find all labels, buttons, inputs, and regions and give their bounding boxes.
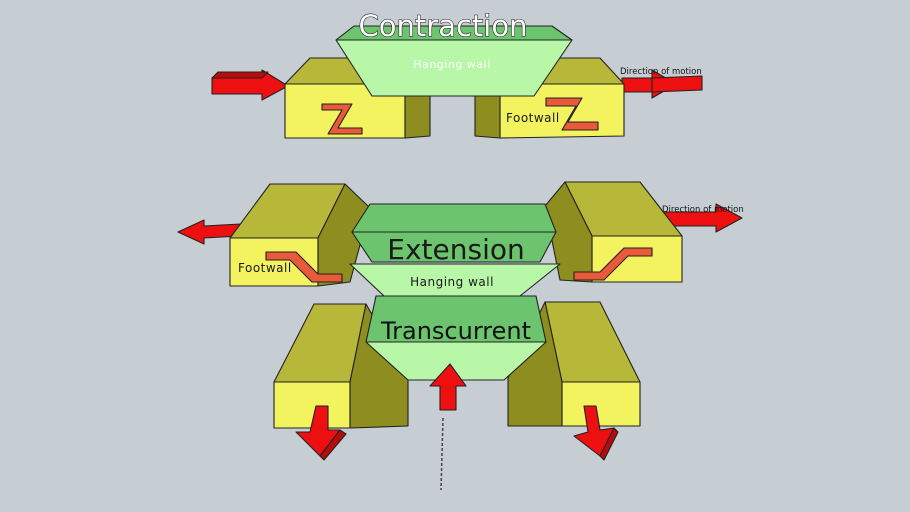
extension-left-footwall-block: Footwall xyxy=(229,183,371,287)
extension-hanging-wall-label: Hanging wall xyxy=(410,275,494,289)
extension-left-fault-trace xyxy=(265,251,343,283)
contraction-hanging-wall: Hanging wall xyxy=(335,25,573,97)
transcurrent-left-block xyxy=(273,303,409,429)
contraction-left-arrow-icon xyxy=(211,69,289,101)
transcurrent-fault-line xyxy=(440,417,444,491)
contraction-group: Footwall Hanging wall Contraction Direct… xyxy=(211,8,703,139)
contraction-footwall-label: Footwall xyxy=(506,111,560,125)
extension-group: Footwall Extension Hanging wall Directio… xyxy=(177,181,744,297)
contraction-left-fault-trace xyxy=(321,103,363,135)
transcurrent-central-block: Transcurrent xyxy=(365,295,547,381)
contraction-right-fault-trace xyxy=(545,97,599,131)
transcurrent-title: Transcurrent xyxy=(380,317,531,345)
extension-title: Extension xyxy=(387,233,524,266)
contraction-right-footwall-block: Footwall xyxy=(474,57,625,139)
contraction-right-arrow-icon xyxy=(621,69,703,99)
transcurrent-group: Transcurrent xyxy=(273,295,641,491)
extension-hanging-wall: Extension Hanging wall xyxy=(349,203,561,297)
extension-right-footwall-block xyxy=(544,181,683,283)
transcurrent-left-down-arrow-icon xyxy=(295,405,347,461)
extension-right-fault-trace xyxy=(573,247,653,281)
contraction-hanging-wall-label: Hanging wall xyxy=(413,58,490,71)
extension-direction-label: Direction of motion xyxy=(662,205,744,215)
transcurrent-up-arrow-icon xyxy=(429,363,467,411)
contraction-title: Contraction xyxy=(359,9,528,43)
transcurrent-right-block xyxy=(507,301,641,427)
extension-footwall-label: Footwall xyxy=(238,261,292,275)
contraction-direction-label: Direction of motion xyxy=(620,67,702,77)
transcurrent-right-down-arrow-icon xyxy=(573,405,619,461)
